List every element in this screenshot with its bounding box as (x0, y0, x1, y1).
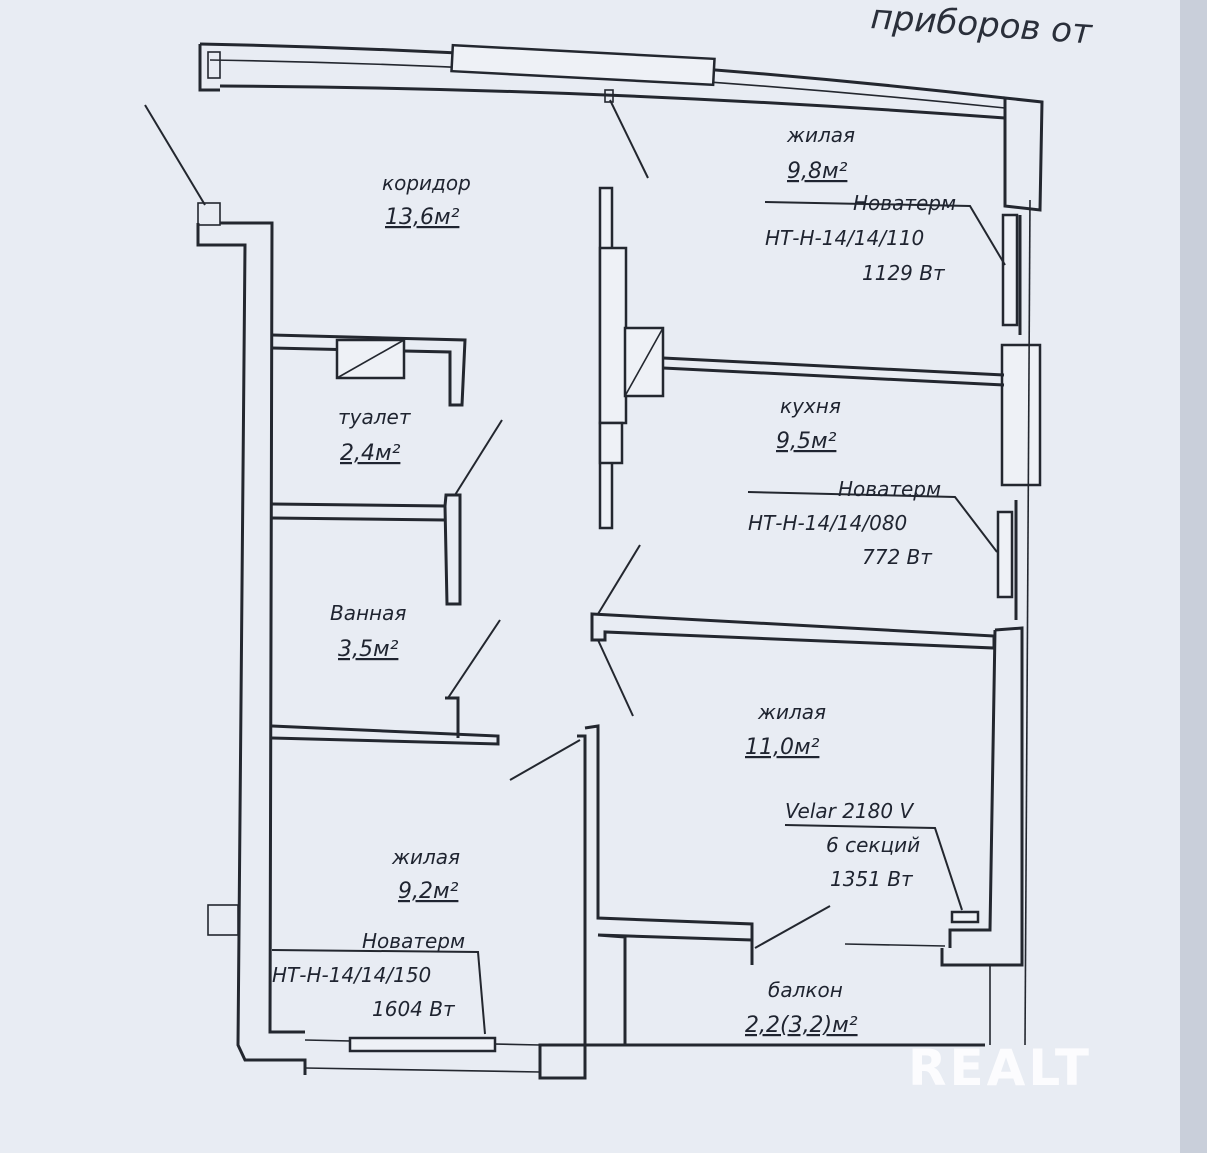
kitchen-bottom-wall (590, 612, 996, 650)
door-line-living-bottom (509, 739, 581, 781)
label-living-top-radiator-power: 1129 Вт (862, 261, 946, 285)
radiator-living-mid (950, 910, 980, 924)
door-line-living-mid (597, 639, 634, 717)
label-living-bottom-name: жилая (391, 845, 460, 869)
balcony-door-line (844, 943, 946, 947)
leader-living-bottom (271, 949, 486, 1035)
label-living-mid-radiator-model: 6 секций (826, 833, 920, 857)
label-kitchen-area: 9,5м² (776, 429, 837, 454)
leader-balcony (754, 905, 831, 949)
left-stub (197, 202, 221, 226)
toilet-inner-wall (271, 516, 446, 522)
label-living-mid-name: жилая (757, 700, 826, 724)
leader-kitchen (747, 491, 998, 553)
label-living-bottom-radiator-model: НТ-Н-14/14/150 (272, 963, 431, 987)
label-kitchen-radiator-model: НТ-Н-14/14/080 (748, 511, 907, 535)
right-top-pier (1003, 96, 1044, 212)
leader-living-top (764, 201, 1006, 266)
label-living-top-radiator-brand: Новатерм (853, 191, 956, 215)
left-pier-lower (207, 904, 239, 936)
vent-shaft-diagonal (624, 327, 664, 397)
door-line-top (609, 99, 649, 179)
label-living-mid-area: 11,0м² (745, 735, 820, 760)
window-top (450, 43, 716, 87)
label-toilet-name: туалет (338, 405, 412, 429)
label-living-bottom-radiator-brand: Новатерм (362, 929, 465, 953)
central-wall-notch (598, 421, 624, 465)
toilet-bottom-wall (271, 493, 462, 606)
label-living-bottom-area: 9,2м² (398, 879, 459, 904)
label-balcony-name: балкон (768, 978, 843, 1002)
radiator-living-bottom (348, 1036, 497, 1053)
label-living-bottom-radiator-power: 1604 Вт (372, 997, 456, 1021)
top-left-pier (207, 51, 221, 79)
toilet-vent-diagonal (336, 339, 405, 379)
watermark-logo: REALT (908, 1039, 1092, 1097)
label-toilet-area: 2,4м² (340, 441, 401, 466)
right-wall-kitchen (996, 510, 1014, 599)
label-balcony-area: 2,2(3,2)м² (745, 1013, 858, 1038)
door-line-toilet (454, 419, 503, 496)
right-wall-upper (1001, 213, 1019, 327)
label-living-mid-radiator-brand: Velar 2180 V (785, 799, 914, 823)
left-inner-wall (220, 221, 305, 1034)
right-pier-mid (1000, 343, 1042, 487)
label-kitchen-radiator-brand: Новатерм (838, 477, 941, 501)
label-kitchen-name: кухня (780, 394, 841, 418)
central-wall-block (598, 246, 628, 425)
left-outer-wall (196, 223, 307, 1075)
top-left-corner (198, 44, 220, 92)
right-wall-lower-inner (948, 629, 997, 948)
bath-bottom-wall (271, 724, 500, 746)
label-living-top-area: 9,8м² (787, 159, 848, 184)
kitchen-top-wall (662, 356, 1005, 387)
label-kitchen-radiator-power: 772 Вт (862, 545, 933, 569)
label-corridor-area: 13,6м² (385, 205, 460, 230)
door-stop-top (604, 89, 614, 103)
right-edge-line (1024, 199, 1031, 1046)
label-bathroom-area: 3,5м² (338, 637, 399, 662)
label-living-top-name: жилая (786, 123, 855, 147)
door-line-left (144, 104, 206, 206)
toilet-top-wall (271, 333, 467, 407)
top-wall-inner (219, 84, 1006, 120)
leader-living-mid (784, 824, 963, 911)
paper-shadow (1180, 0, 1207, 1153)
label-living-top-radiator-model: НТ-Н-14/14/110 (765, 226, 924, 250)
label-bathroom-name: Ванная (330, 601, 406, 625)
mid-vertical-wall (584, 724, 754, 965)
door-line-bath (447, 619, 501, 699)
bath-door-jamb (445, 696, 460, 738)
bottom-pier (538, 1043, 587, 1080)
label-living-mid-radiator-power: 1351 Вт (830, 867, 914, 891)
right-wall-lower (940, 626, 1024, 967)
mid-vertical-wall-2 (577, 734, 753, 1045)
door-line-kitchen (597, 544, 641, 615)
label-corridor-name: коридор (382, 171, 471, 195)
